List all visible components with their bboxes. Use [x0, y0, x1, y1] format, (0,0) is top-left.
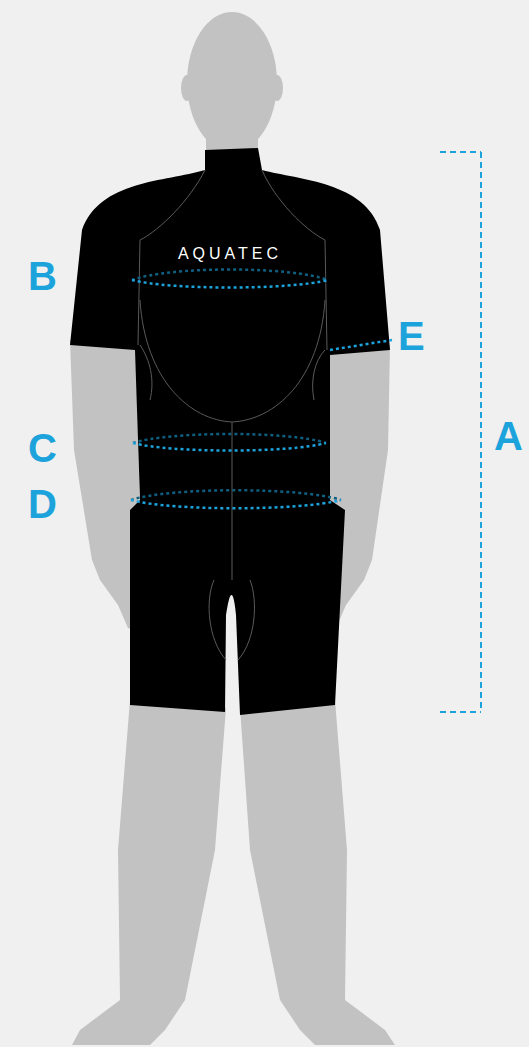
callout-letter: A: [494, 416, 523, 456]
seam-lines: [138, 170, 327, 660]
measure-lines: [131, 152, 481, 712]
callout-letter: D: [28, 484, 57, 524]
wetsuit: [70, 148, 390, 715]
mannequin: [70, 12, 395, 1045]
callout-letter: B: [28, 256, 57, 296]
brand-logo: AQUATEC: [178, 246, 282, 262]
callout-letter: E: [398, 316, 425, 356]
callout-letter: C: [28, 428, 57, 468]
